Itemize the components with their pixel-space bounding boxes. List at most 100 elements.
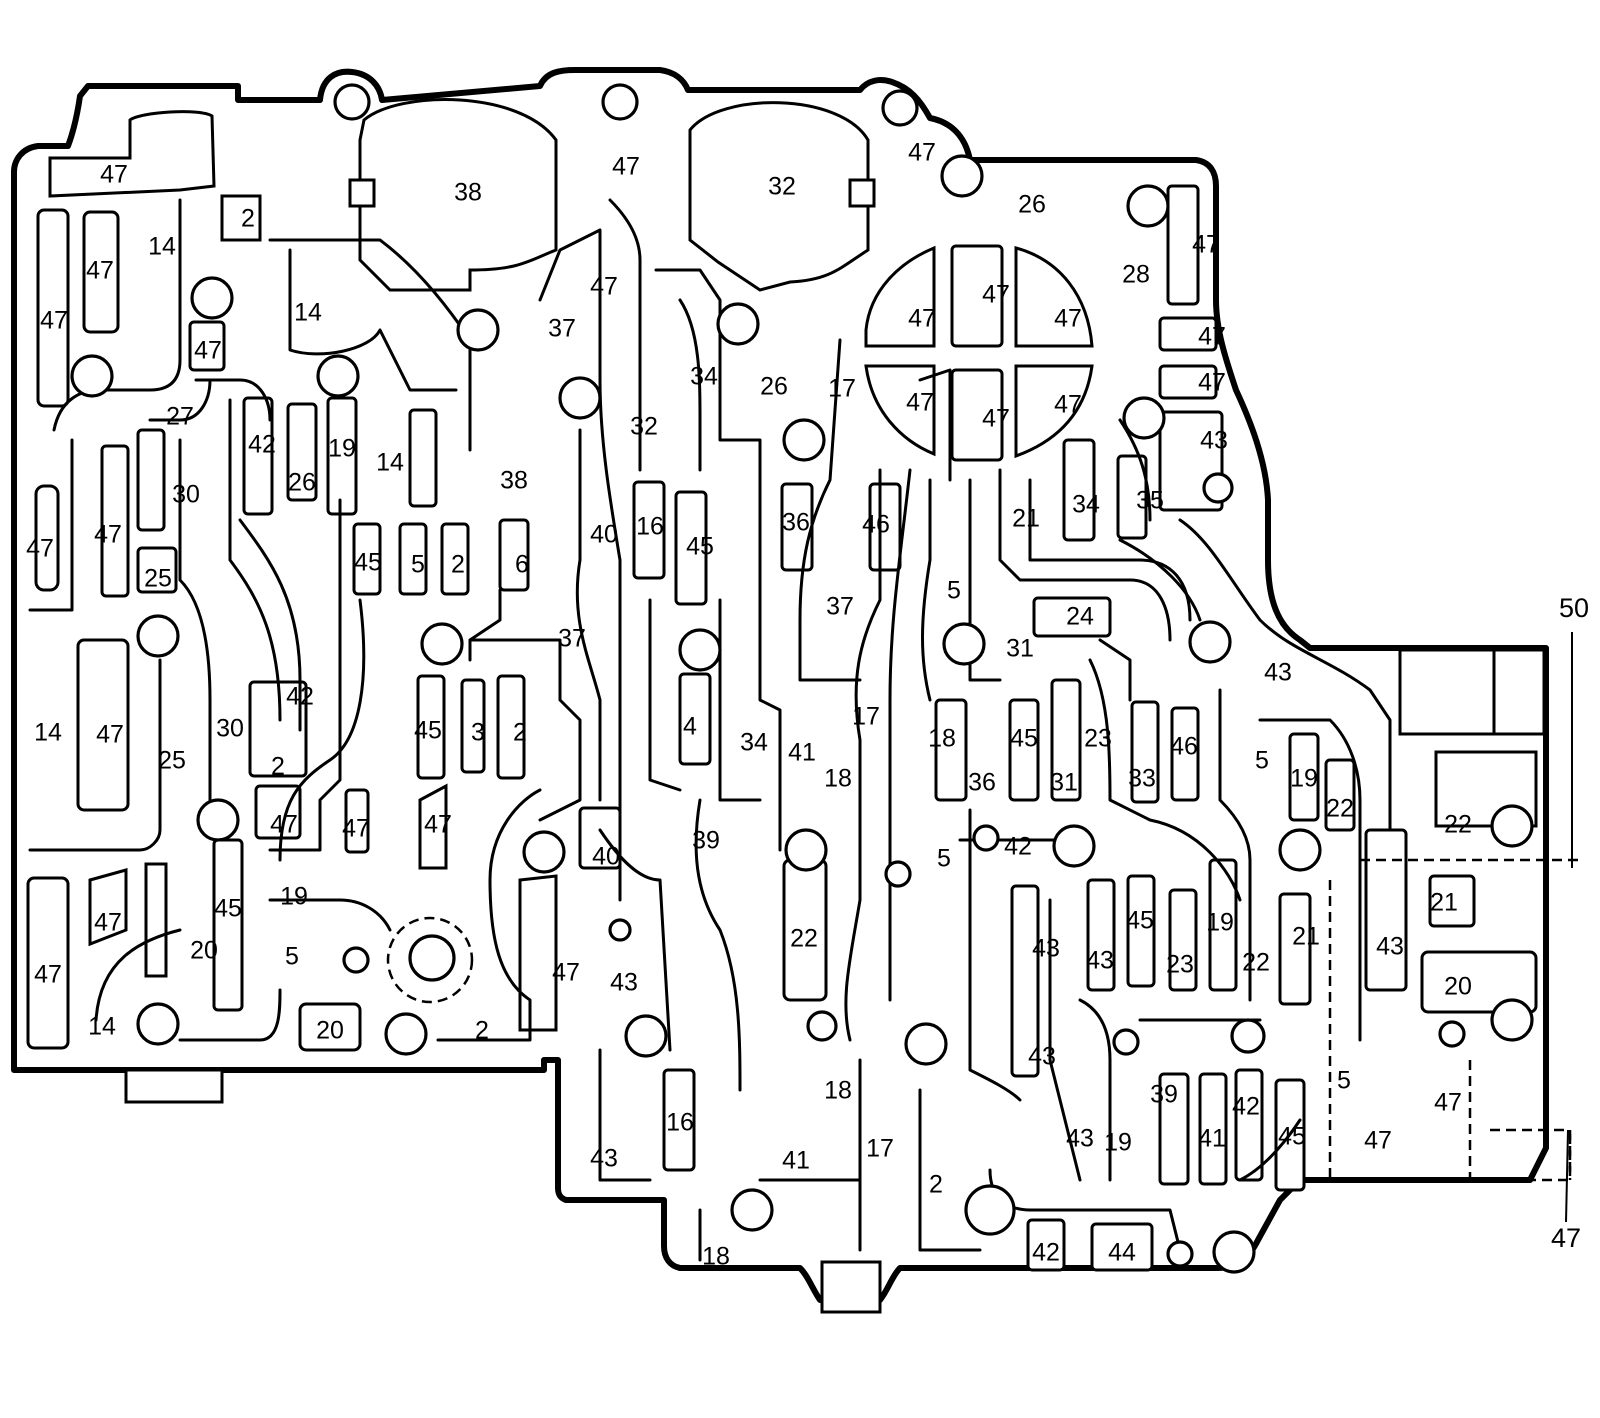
passage-label: 4 bbox=[683, 713, 697, 741]
passage-label: 2 bbox=[271, 753, 285, 781]
hole bbox=[940, 154, 984, 198]
passage-label: 38 bbox=[454, 179, 482, 207]
passage-label: 17 bbox=[866, 1135, 894, 1163]
hole bbox=[190, 276, 234, 320]
passage-label: 45 bbox=[354, 549, 382, 577]
hole bbox=[420, 622, 464, 666]
passage-label: 21 bbox=[1292, 923, 1320, 951]
bore-38 bbox=[358, 98, 558, 292]
passage-label: 17 bbox=[852, 703, 880, 731]
pocket-21-b bbox=[1278, 892, 1312, 1006]
channel-29 bbox=[844, 468, 882, 1042]
passage-label: 14 bbox=[294, 299, 322, 327]
passage-label: 45 bbox=[214, 895, 242, 923]
passage-label: 21 bbox=[1012, 505, 1040, 533]
passage-label: 42 bbox=[286, 683, 314, 711]
callout-47-leader bbox=[1565, 1129, 1569, 1223]
channel-47 bbox=[918, 1088, 982, 1252]
pocket-45-c bbox=[1008, 698, 1040, 802]
hole bbox=[316, 354, 360, 398]
passage-label: 47 bbox=[906, 389, 934, 417]
passage-label: 36 bbox=[782, 509, 810, 537]
channel-37 bbox=[1098, 638, 1132, 702]
hole bbox=[1278, 828, 1322, 872]
hole bbox=[1112, 1028, 1140, 1056]
pocket-45-d bbox=[1126, 874, 1156, 988]
passage-label: 26 bbox=[1018, 191, 1046, 219]
hole bbox=[1490, 804, 1534, 848]
pocket-43-d bbox=[1086, 878, 1116, 992]
pocket-edge bbox=[34, 484, 60, 592]
pocket-45-col bbox=[416, 674, 446, 780]
passage-label: 47 bbox=[908, 305, 936, 333]
hole bbox=[136, 1002, 180, 1046]
passage-label: 43 bbox=[610, 969, 638, 997]
channel-20 bbox=[575, 428, 602, 802]
passage-label: 42 bbox=[1232, 1093, 1260, 1121]
passage-label: 37 bbox=[826, 593, 854, 621]
passage-label: 47 bbox=[270, 811, 298, 839]
pocket-left-cluster bbox=[76, 638, 130, 812]
passage-label: 42 bbox=[248, 431, 276, 459]
channel-40 bbox=[1258, 718, 1362, 1042]
hole bbox=[1052, 824, 1096, 868]
passage-label: 47 bbox=[342, 815, 370, 843]
hole bbox=[558, 376, 602, 420]
quad-47-4 bbox=[864, 364, 936, 457]
passage-label: 47 bbox=[982, 281, 1010, 309]
channel-35 bbox=[1118, 538, 1202, 622]
passage-label: 19 bbox=[328, 435, 356, 463]
pocket-lowleft2 bbox=[88, 868, 128, 947]
channel-31 bbox=[921, 478, 932, 702]
passage-label: 16 bbox=[666, 1109, 694, 1137]
passage-label: 20 bbox=[1444, 973, 1472, 1001]
channel-22 bbox=[654, 268, 782, 852]
pocket-sq1 bbox=[254, 784, 302, 840]
quad-47-1 bbox=[864, 245, 936, 348]
passage-label: 43 bbox=[1200, 427, 1228, 455]
passage-label: 37 bbox=[558, 625, 586, 653]
hole bbox=[1438, 1020, 1466, 1048]
passage-label: 5 bbox=[285, 943, 299, 971]
bore-32-tab bbox=[848, 178, 876, 208]
passage-label: 43 bbox=[1376, 933, 1404, 961]
pocket-46-b bbox=[1170, 706, 1200, 802]
passage-label: 47 bbox=[1434, 1089, 1462, 1117]
passage-label: 18 bbox=[928, 725, 956, 753]
pocket-sq2 bbox=[344, 788, 370, 854]
passage-label: 40 bbox=[590, 521, 618, 549]
channel-4 bbox=[28, 658, 162, 852]
pocket-6 bbox=[498, 518, 530, 592]
channel-41 bbox=[968, 808, 1022, 1102]
channel-26 bbox=[718, 598, 762, 802]
hole bbox=[624, 1014, 668, 1058]
passage-label: 5 bbox=[1337, 1067, 1351, 1095]
pocket-20-bottom bbox=[298, 1002, 362, 1052]
passage-label: 32 bbox=[768, 173, 796, 201]
pocket-34-c bbox=[1062, 438, 1096, 542]
passage-label: 18 bbox=[702, 1243, 730, 1271]
passage-label: 47 bbox=[94, 521, 122, 549]
passage-label: 19 bbox=[1206, 909, 1234, 937]
hole bbox=[1126, 184, 1170, 228]
channel-34 bbox=[1028, 478, 1192, 622]
pocket-41-c bbox=[1198, 1072, 1228, 1186]
pocket-39-b bbox=[1158, 1072, 1190, 1186]
pocket-45-b bbox=[674, 490, 708, 606]
pocket-18-c bbox=[934, 698, 968, 802]
hole bbox=[70, 354, 114, 398]
passage-label: 44 bbox=[1108, 1239, 1136, 1267]
hole bbox=[1122, 396, 1166, 440]
passage-label: 47 bbox=[1198, 323, 1226, 351]
pocket-19-left bbox=[326, 396, 358, 516]
pocket-42-d bbox=[1026, 1218, 1066, 1272]
passage-label: 40 bbox=[592, 843, 620, 871]
passage-label: 34 bbox=[740, 729, 768, 757]
passage-label: 21 bbox=[1430, 889, 1458, 917]
pocket-35 bbox=[1116, 454, 1148, 540]
pocket-bottom-left bbox=[26, 876, 70, 1050]
passage-label: 35 bbox=[1136, 487, 1164, 515]
pocket-47-r1 bbox=[1166, 184, 1200, 306]
channel-13 bbox=[178, 988, 282, 1042]
bore-32 bbox=[688, 101, 870, 292]
